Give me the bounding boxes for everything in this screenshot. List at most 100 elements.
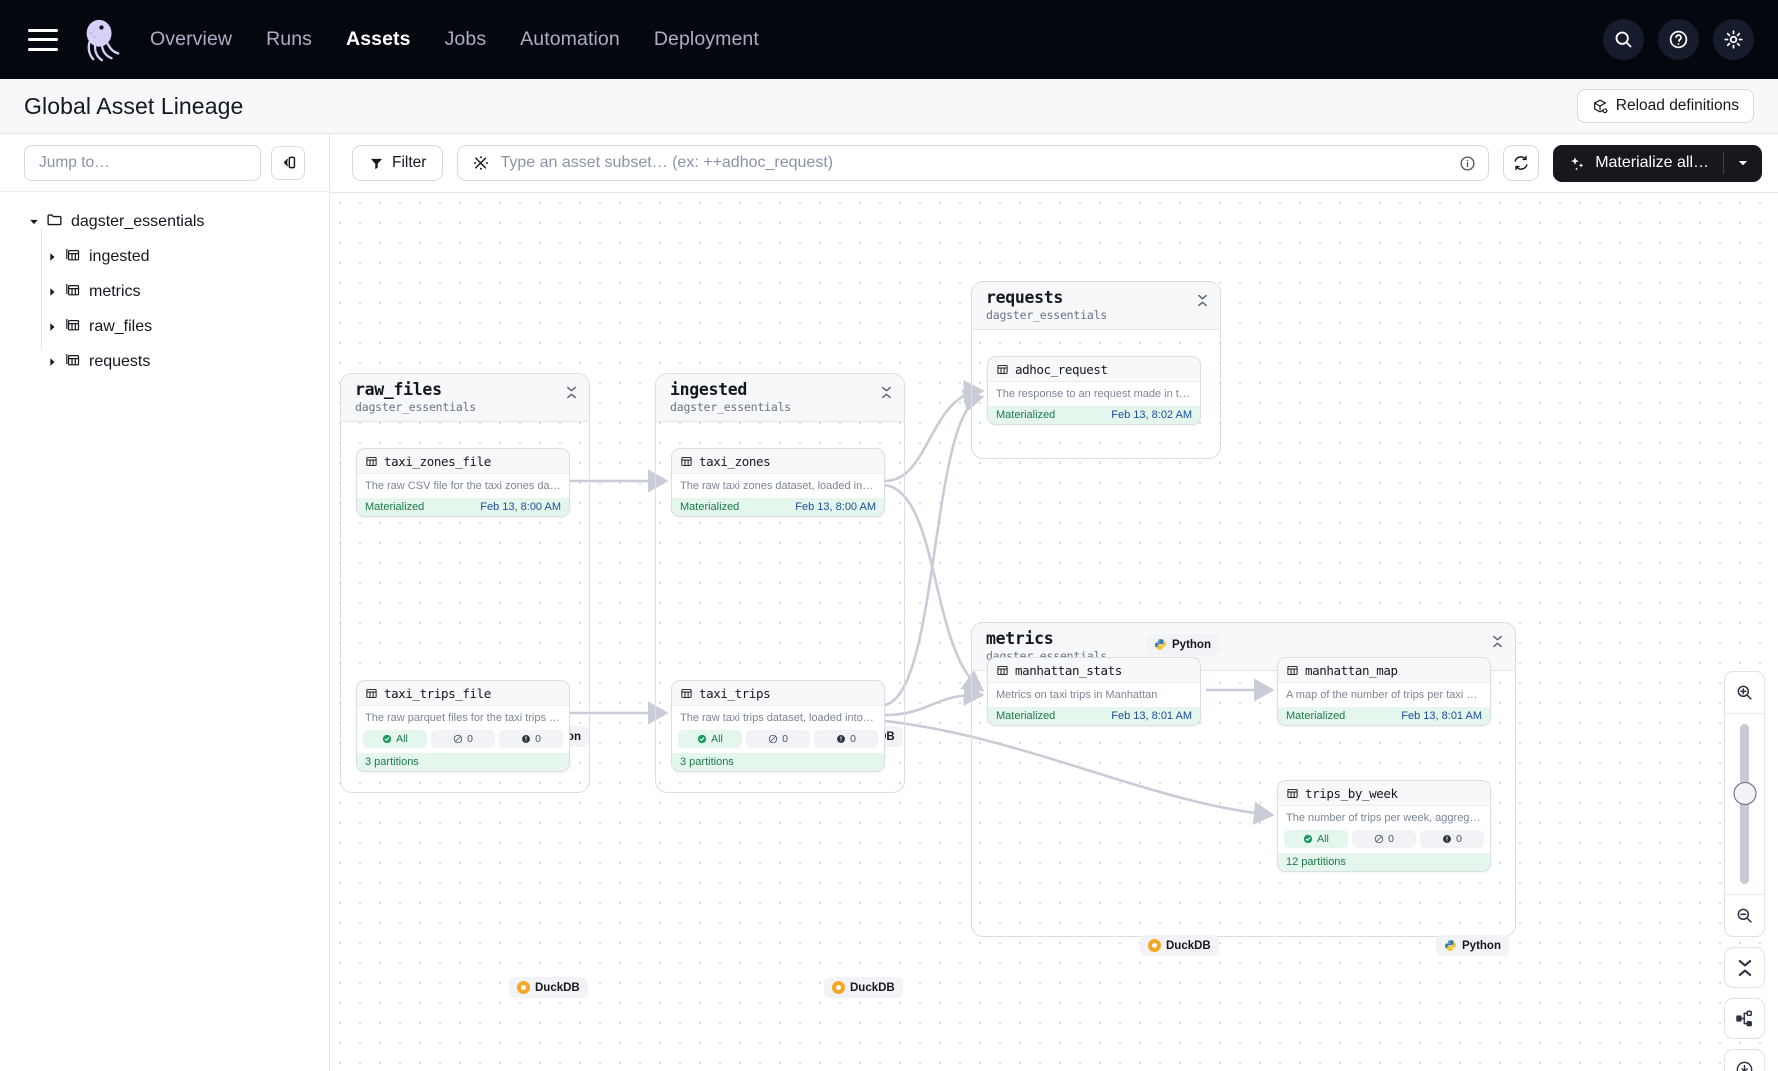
materialize-all-button[interactable]: Materialize all… bbox=[1553, 144, 1762, 182]
asset-node-title: taxi_zones bbox=[699, 453, 771, 469]
kind-tag-duckdb[interactable]: DuckDB bbox=[509, 977, 588, 998]
search-icon[interactable] bbox=[1603, 19, 1644, 60]
chevron-right-icon[interactable] bbox=[44, 357, 60, 367]
asset-subset-input[interactable]: Type an asset subset… (ex: ++adhoc_reque… bbox=[457, 145, 1490, 181]
tree-item-requests[interactable]: requests bbox=[0, 344, 329, 379]
materialize-all-label: Materialize all… bbox=[1595, 154, 1709, 171]
chevron-right-icon[interactable] bbox=[44, 322, 60, 332]
group-header: requests dagster_essentials bbox=[972, 282, 1220, 330]
collapse-group-icon[interactable] bbox=[1197, 294, 1208, 309]
asset-selection-icon bbox=[474, 156, 489, 170]
layout-graph-icon[interactable] bbox=[1724, 998, 1765, 1039]
collapse-sidebar-icon[interactable] bbox=[271, 145, 305, 180]
asset-node-description: The raw parquet files for the taxi trips… bbox=[365, 712, 569, 724]
zoom-in-icon[interactable] bbox=[1725, 672, 1764, 713]
asset-node-taxi_zones_file[interactable]: taxi_zones_file The raw CSV file for the… bbox=[356, 448, 570, 517]
group-repo: dagster_essentials bbox=[670, 400, 792, 414]
zoom-slider-knob[interactable] bbox=[1733, 782, 1756, 805]
collapse-group-icon[interactable] bbox=[566, 386, 577, 401]
group-header: ingested dagster_essentials bbox=[656, 374, 904, 422]
status-badge: Materialized bbox=[996, 409, 1056, 421]
check-circle-icon bbox=[697, 734, 707, 744]
kind-tag-duckdb[interactable]: DuckDB bbox=[1140, 935, 1219, 956]
group-repo: dagster_essentials bbox=[986, 308, 1108, 322]
asset-node-header: taxi_trips bbox=[672, 681, 884, 706]
asset-node-title: trips_by_week bbox=[1305, 785, 1398, 801]
filter-label: Filter bbox=[392, 154, 427, 171]
nav-item-assets[interactable]: Assets bbox=[346, 28, 411, 50]
check-circle-icon bbox=[382, 734, 392, 744]
tree-item-ingested[interactable]: ingested bbox=[0, 239, 329, 274]
nav-item-jobs[interactable]: Jobs bbox=[444, 28, 487, 50]
partition-pill-failed[interactable]: 0 bbox=[1420, 830, 1484, 848]
partition-pill-all[interactable]: All bbox=[363, 730, 427, 748]
collapse-group-icon[interactable] bbox=[1492, 635, 1503, 650]
asset-node-header: taxi_zones_file bbox=[357, 449, 569, 474]
tree-item-raw_files[interactable]: raw_files bbox=[0, 309, 329, 344]
top-navigation-bar: Overview Runs Assets Jobs Automation Dep… bbox=[0, 0, 1778, 79]
download-icon[interactable] bbox=[1724, 1049, 1765, 1071]
top-nav-actions bbox=[1603, 0, 1754, 79]
hamburger-icon[interactable] bbox=[28, 28, 58, 51]
collapse-all-icon[interactable] bbox=[1724, 947, 1765, 988]
chevron-down-icon[interactable] bbox=[26, 217, 42, 227]
tree-item-label: ingested bbox=[89, 247, 150, 265]
divider bbox=[1725, 894, 1764, 895]
zoom-out-icon[interactable] bbox=[1725, 895, 1764, 936]
asset-node-manhattan_stats[interactable]: manhattan_stats Metrics on taxi trips in… bbox=[987, 657, 1201, 726]
info-icon[interactable] bbox=[1459, 155, 1476, 172]
duckdb-icon bbox=[1148, 939, 1161, 952]
partition-pills: All 0 bbox=[1278, 830, 1490, 853]
partition-pill-missing[interactable]: 0 bbox=[1352, 830, 1416, 848]
chevron-right-icon[interactable] bbox=[44, 287, 60, 297]
asset-node-taxi_trips[interactable]: taxi_trips The raw taxi trips dataset, l… bbox=[671, 680, 885, 772]
asset-node-trips_by_week[interactable]: trips_by_week The number of trips per we… bbox=[1277, 780, 1491, 872]
asset-group-tree: dagster_essentials ingested bbox=[0, 192, 329, 379]
kind-tag-python[interactable]: Python bbox=[1436, 935, 1509, 956]
dagster-logo[interactable] bbox=[78, 17, 124, 63]
table-icon bbox=[366, 456, 377, 466]
collapse-group-icon[interactable] bbox=[881, 386, 892, 401]
zoom-slider[interactable] bbox=[1725, 714, 1764, 894]
kind-tag-duckdb[interactable]: DuckDB bbox=[824, 977, 903, 998]
kind-tag-python[interactable]: Python bbox=[1146, 634, 1219, 655]
nav-item-overview[interactable]: Overview bbox=[150, 28, 233, 50]
help-icon[interactable] bbox=[1658, 19, 1699, 60]
nav-item-deployment[interactable]: Deployment bbox=[653, 28, 759, 50]
partition-pill-missing[interactable]: 0 bbox=[431, 730, 495, 748]
asset-node-taxi_zones[interactable]: taxi_zones The raw taxi zones dataset, l… bbox=[671, 448, 885, 517]
asset-group-ingested[interactable]: ingested dagster_essentials bbox=[655, 373, 905, 793]
kind-tag-label: Python bbox=[1462, 939, 1501, 952]
lineage-canvas[interactable]: raw_files dagster_essentials ingested da… bbox=[330, 192, 1778, 1071]
tree-item-metrics[interactable]: metrics bbox=[0, 274, 329, 309]
asset-node-title: adhoc_request bbox=[1015, 361, 1108, 377]
tree-item-dagster_essentials[interactable]: dagster_essentials bbox=[0, 204, 329, 239]
asset-node-description: The raw CSV file for the taxi zones data… bbox=[365, 480, 569, 492]
asset-node-manhattan_map[interactable]: manhattan_map A map of the number of tri… bbox=[1277, 657, 1491, 726]
refresh-button[interactable] bbox=[1503, 145, 1540, 181]
partition-pill-missing[interactable]: 0 bbox=[746, 730, 810, 748]
asset-node-title: taxi_trips bbox=[699, 685, 771, 701]
asset-node-adhoc_request[interactable]: adhoc_request The response to an request… bbox=[987, 356, 1201, 425]
partition-pill-all[interactable]: All bbox=[1284, 830, 1348, 848]
asset-node-taxi_trips_file[interactable]: taxi_trips_file The raw parquet files fo… bbox=[356, 680, 570, 772]
filter-button[interactable]: Filter bbox=[352, 145, 444, 181]
partition-pill-failed[interactable]: 0 bbox=[499, 730, 563, 748]
reload-definitions-button[interactable]: Reload definitions bbox=[1576, 89, 1754, 123]
asset-group-raw_files[interactable]: raw_files dagster_essentials bbox=[340, 373, 590, 793]
table-icon bbox=[366, 688, 377, 698]
chevron-right-icon[interactable] bbox=[44, 252, 60, 262]
materialize-dropdown-toggle[interactable] bbox=[1724, 157, 1762, 169]
group-header: raw_files dagster_essentials bbox=[341, 374, 589, 422]
table-icon bbox=[997, 364, 1008, 374]
partition-pill-failed[interactable]: 0 bbox=[814, 730, 878, 748]
partition-pill-all[interactable]: All bbox=[678, 730, 742, 748]
asset-group-requests[interactable]: requests dagster_essentials bbox=[971, 281, 1221, 459]
jump-to-input[interactable] bbox=[24, 144, 261, 181]
page-header: Global Asset Lineage Reload definitions bbox=[0, 79, 1778, 134]
gear-icon[interactable] bbox=[1713, 19, 1754, 60]
nav-item-automation[interactable]: Automation bbox=[520, 28, 620, 50]
graph-toolbar: Filter Type an asset subset… (ex: ++adho… bbox=[330, 134, 1778, 192]
asset-graph-pane: Filter Type an asset subset… (ex: ++adho… bbox=[330, 134, 1778, 1071]
nav-item-runs[interactable]: Runs bbox=[266, 28, 313, 50]
